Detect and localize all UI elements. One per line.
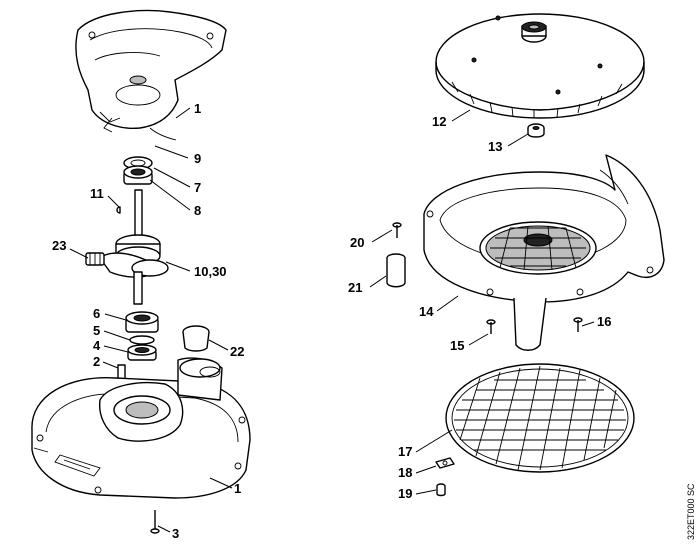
sleeve-21 — [386, 253, 406, 288]
callout-17: 17 — [398, 444, 412, 459]
callout-6: 6 — [93, 306, 100, 321]
callout-10-30: 10,30 — [194, 264, 227, 279]
ball-bearing-lower — [125, 311, 159, 333]
upper-crankcase-half — [75, 9, 227, 141]
leader-lines — [69, 107, 595, 533]
lower-crankcase-half — [31, 357, 251, 499]
callout-21: 21 — [348, 280, 362, 295]
callout-1-lower: 1 — [234, 481, 241, 496]
plug — [182, 325, 210, 352]
callout-4: 4 — [93, 338, 101, 353]
hex-nut — [527, 123, 545, 138]
screw-15 — [486, 319, 496, 334]
ball-bearing-upper — [123, 165, 153, 185]
circlip — [129, 335, 155, 345]
callout-7: 7 — [194, 180, 201, 195]
callout-23: 23 — [52, 238, 66, 253]
callout-22: 22 — [230, 344, 244, 359]
callout-19: 19 — [398, 486, 412, 501]
callout-9: 9 — [194, 151, 201, 166]
drawing-code: 322ET000 SC — [686, 483, 696, 540]
crankshaft — [99, 189, 169, 305]
screw-20 — [392, 222, 402, 238]
callout-20: 20 — [350, 235, 364, 250]
callout-15: 15 — [450, 338, 464, 353]
callout-13: 13 — [488, 139, 502, 154]
callout-11: 11 — [90, 186, 104, 201]
fan-housing — [423, 154, 665, 351]
intake-screen — [445, 363, 635, 473]
callout-8: 8 — [194, 203, 201, 218]
callout-1-upper: 1 — [194, 101, 201, 116]
fan-wheel — [435, 13, 645, 119]
screw-19 — [436, 483, 446, 497]
callout-3: 3 — [172, 526, 179, 541]
callout-labels: 1 9 7 8 11 23 10,30 6 5 4 2 22 3 1 12 13… — [52, 101, 611, 541]
needle-cage — [85, 252, 105, 266]
screw-3 — [150, 510, 160, 534]
callout-12: 12 — [432, 114, 446, 129]
retaining-clip — [435, 457, 455, 469]
callout-16: 16 — [597, 314, 611, 329]
callout-18: 18 — [398, 465, 412, 480]
oil-seal-lower — [127, 344, 157, 361]
callout-14: 14 — [419, 304, 434, 319]
callout-2: 2 — [93, 354, 100, 369]
screw-16 — [573, 317, 583, 332]
callout-5: 5 — [93, 323, 100, 338]
